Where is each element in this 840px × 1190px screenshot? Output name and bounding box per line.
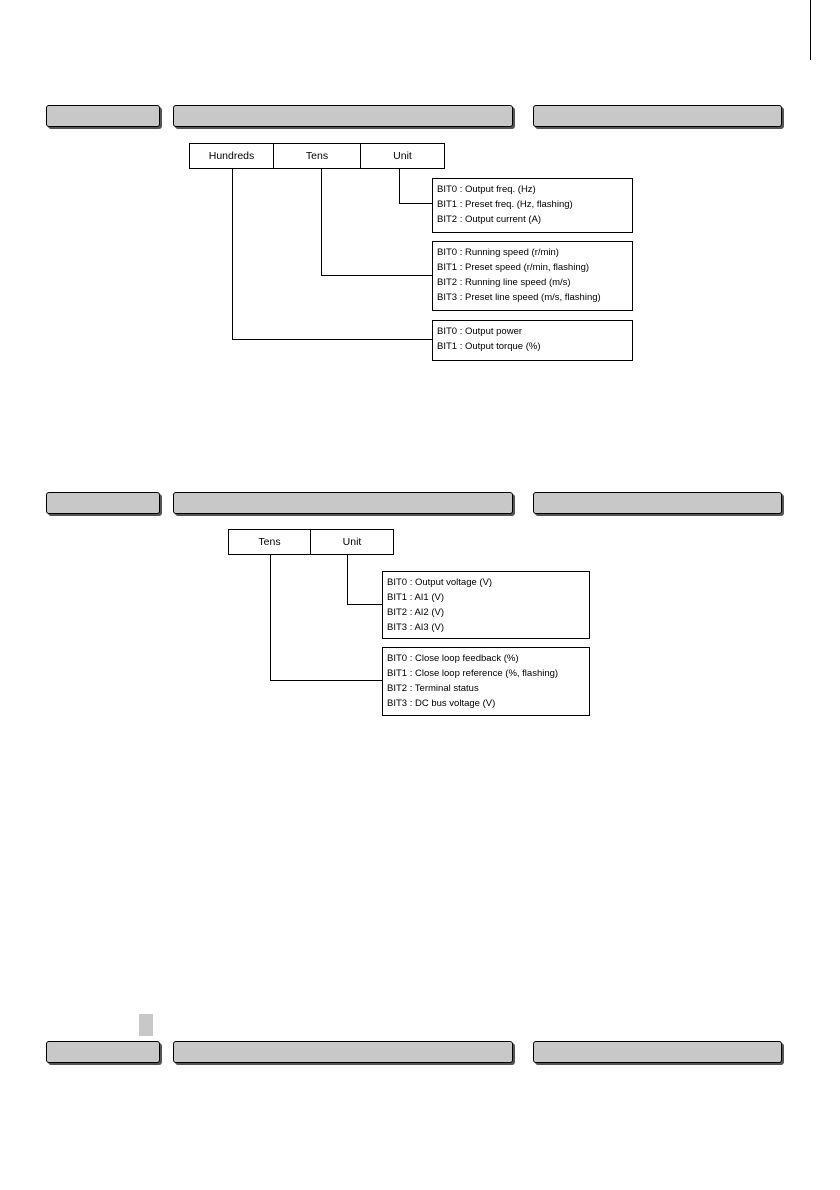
- bit-line: BIT3 : DC bus voltage (V): [387, 698, 496, 709]
- param-code-bar: [46, 105, 160, 127]
- param-name-bar: [173, 1041, 513, 1063]
- digit-hundreds: Hundreds: [189, 143, 274, 169]
- param-range-bar: [533, 105, 782, 127]
- connector-hundreds-v: [232, 169, 233, 340]
- param-name-bar: [173, 492, 513, 514]
- connector-tens-h: [321, 275, 433, 276]
- unit-bits-box: BIT0 : Output voltage (V) BIT1 : AI1 (V)…: [382, 571, 590, 639]
- bit-line: BIT0 : Close loop feedback (%): [387, 653, 519, 664]
- bit-line: BIT2 : Terminal status: [387, 683, 479, 694]
- param-range-bar: [533, 492, 782, 514]
- bit-line: BIT1 : Preset speed (r/min, flashing): [437, 262, 590, 273]
- connector-tens-h: [270, 680, 383, 681]
- connector-tens-v: [321, 169, 322, 276]
- param-range-bar: [533, 1041, 782, 1063]
- digit-tens: Tens: [228, 529, 311, 555]
- bit-line: BIT0 : Output power: [437, 326, 523, 337]
- connector-unit-h: [399, 203, 433, 204]
- bit-line: BIT0 : Running speed (r/min): [437, 247, 559, 258]
- gray-marker: [139, 1014, 153, 1036]
- connector-hundreds-h: [232, 339, 433, 340]
- bit-line: BIT1 : Close loop reference (%, flashing…: [387, 668, 559, 679]
- digit-tens: Tens: [274, 143, 361, 169]
- connector-unit-v: [399, 169, 400, 204]
- connector-tens-v: [270, 555, 271, 681]
- param-code-bar: [46, 1041, 160, 1063]
- bit-line: BIT3 : AI3 (V): [387, 622, 445, 633]
- bit-line: BIT2 : Output current (A): [437, 214, 542, 225]
- hundreds-bits-box: BIT0 : Output power BIT1 : Output torque…: [432, 320, 633, 361]
- bit-line: BIT0 : Output freq. (Hz): [437, 184, 536, 195]
- bit-line: BIT3 : Preset line speed (m/s, flashing): [437, 292, 601, 303]
- page-edge-line: [810, 0, 811, 60]
- bit-line: BIT2 : AI2 (V): [387, 607, 445, 618]
- unit-bits-box: BIT0 : Output freq. (Hz) BIT1 : Preset f…: [432, 178, 633, 233]
- connector-unit-h: [347, 604, 383, 605]
- digit-cells: Tens Unit: [228, 529, 394, 555]
- bit-line: BIT0 : Output voltage (V): [387, 577, 493, 588]
- bit-line: BIT1 : Output torque (%): [437, 341, 541, 352]
- digit-cells: Hundreds Tens Unit: [189, 143, 445, 169]
- param-code-bar: [46, 492, 160, 514]
- tens-bits-box: BIT0 : Close loop feedback (%) BIT1 : Cl…: [382, 647, 590, 716]
- digit-unit: Unit: [361, 143, 445, 169]
- bit-line: BIT2 : Running line speed (m/s): [437, 277, 571, 288]
- bit-line: BIT1 : AI1 (V): [387, 592, 445, 603]
- tens-bits-box: BIT0 : Running speed (r/min) BIT1 : Pres…: [432, 241, 633, 311]
- bit-line: BIT1 : Preset freq. (Hz, flashing): [437, 199, 573, 210]
- param-name-bar: [173, 105, 513, 127]
- digit-unit: Unit: [311, 529, 394, 555]
- connector-unit-v: [347, 555, 348, 605]
